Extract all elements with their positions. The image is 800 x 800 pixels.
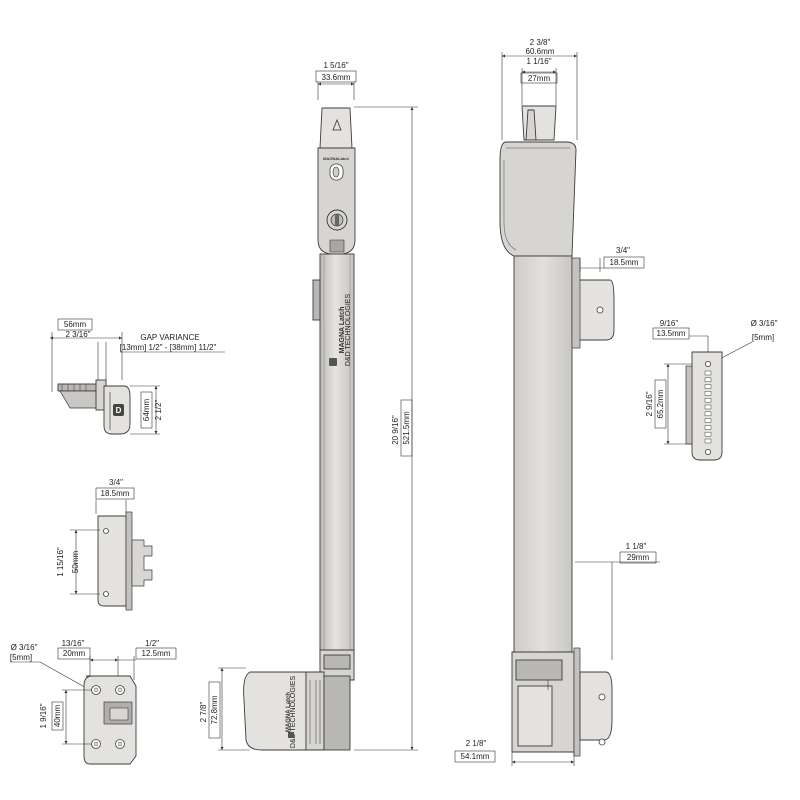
plate-hole-in: Ø 3/16" <box>751 319 778 328</box>
base-width-in: 2 1/8" <box>466 739 487 748</box>
height-mm: 521.5mm <box>402 411 411 445</box>
plate-slots <box>704 370 712 444</box>
shaft-brand: MAGNA Latch <box>339 307 346 354</box>
plate-slot <box>704 425 712 430</box>
knob-width-mm: 27mm <box>528 74 551 83</box>
plate-width-mm: 13.5mm <box>657 329 686 338</box>
side-width-mm: 60.6mm <box>526 47 555 56</box>
bracket-width-in: 3/4" <box>109 478 123 487</box>
plate-slot <box>704 370 712 376</box>
gap-left-in: 2 3/16" <box>65 330 90 339</box>
side-bracket-in: 3/4" <box>616 246 630 255</box>
side-bracket-mm: 18.5mm <box>610 258 639 267</box>
plate-height-in: 2 9/16" <box>645 391 654 416</box>
base-offset-in: 1/2" <box>145 639 159 648</box>
gap-height-in: 2 1/2" <box>154 400 163 421</box>
magnet-tagline: D&D TECHNOLOGIES <box>290 676 297 749</box>
side-width-in: 2 3/8" <box>530 38 551 47</box>
gap-height-mm: 64mm <box>142 399 151 422</box>
plate-hole-mm: [5mm] <box>752 333 774 342</box>
magnet-height-mm: 72.8mm <box>210 695 219 724</box>
plate-slot <box>704 431 712 437</box>
svg-text:D: D <box>116 406 122 415</box>
gap-range: [13mm] 1/2" - [38mm] 11/2" <box>120 343 217 352</box>
base-height-in: 1 9/16" <box>39 703 48 728</box>
top-width-in: 1 5/16" <box>323 61 348 70</box>
side-lower-mm: 29mm <box>627 553 650 562</box>
bracket-height-in: 1 15/16" <box>56 547 65 577</box>
gap-variance-view: GAP VARIANCE [13mm] 1/2" - [38mm] 11/2" … <box>50 318 225 435</box>
magnet-brand: MAGNA Latch <box>286 692 292 732</box>
base-width-mm: 54.1mm <box>461 752 490 761</box>
head-brand: MAGNALatch <box>323 156 349 161</box>
plate-height-mm: 65.2mm <box>656 389 665 418</box>
height-in: 20 9/16" <box>391 415 400 445</box>
plate-slot <box>704 384 712 389</box>
base-spacing-in: 13/16" <box>62 639 85 648</box>
knob-width-in: 1 1/16" <box>526 57 551 66</box>
plate-slot <box>704 404 712 410</box>
bracket-width-mm: 18.5mm <box>101 489 130 498</box>
base-hole-in: Ø 3/16" <box>11 643 38 652</box>
bracket-height-mm: 50mm <box>71 551 80 574</box>
plate-slot <box>704 411 712 417</box>
plate-slot <box>704 397 712 403</box>
base-offset-mm: 12.5mm <box>142 649 171 658</box>
plate-slot <box>704 418 712 423</box>
plate-slot <box>704 377 712 383</box>
gap-title: GAP VARIANCE <box>140 333 199 342</box>
bracket-view: 3/4" 18.5mm 1 15/16" 50mm <box>56 478 153 611</box>
base-plate-view: Ø 3/16" [5mm] 13/16" 20mm 1/2" 12.5mm 1 … <box>10 639 177 765</box>
top-width-mm: 33.6mm <box>322 73 351 82</box>
base-spacing-mm: 20mm <box>63 649 86 658</box>
plate-slot <box>704 391 712 396</box>
plate-width-in: 9/16" <box>660 319 679 328</box>
side-view: 2 3/8" 60.6mm 1 1/16" 27mm 3/4" 18.5mm <box>454 38 660 766</box>
striker-plate-view: 9/16" 13.5mm Ø 3/16" [5mm] 2 9/16" 65.2m… <box>645 319 778 461</box>
base-hole-mm: [5mm] <box>10 653 32 662</box>
magnet-height-in: 2 7/8" <box>199 702 208 723</box>
side-lower-in: 1 1/8" <box>626 542 647 551</box>
front-view: 1 5/16" 33.6mm MAGNALatch MAGNA Latch D&… <box>199 61 418 751</box>
plate-slot <box>704 438 712 444</box>
shaft-tagline: D&D TECHNOLOGIES <box>345 294 352 367</box>
base-height-mm: 40mm <box>53 705 62 728</box>
gap-left-mm: 56mm <box>64 320 87 329</box>
